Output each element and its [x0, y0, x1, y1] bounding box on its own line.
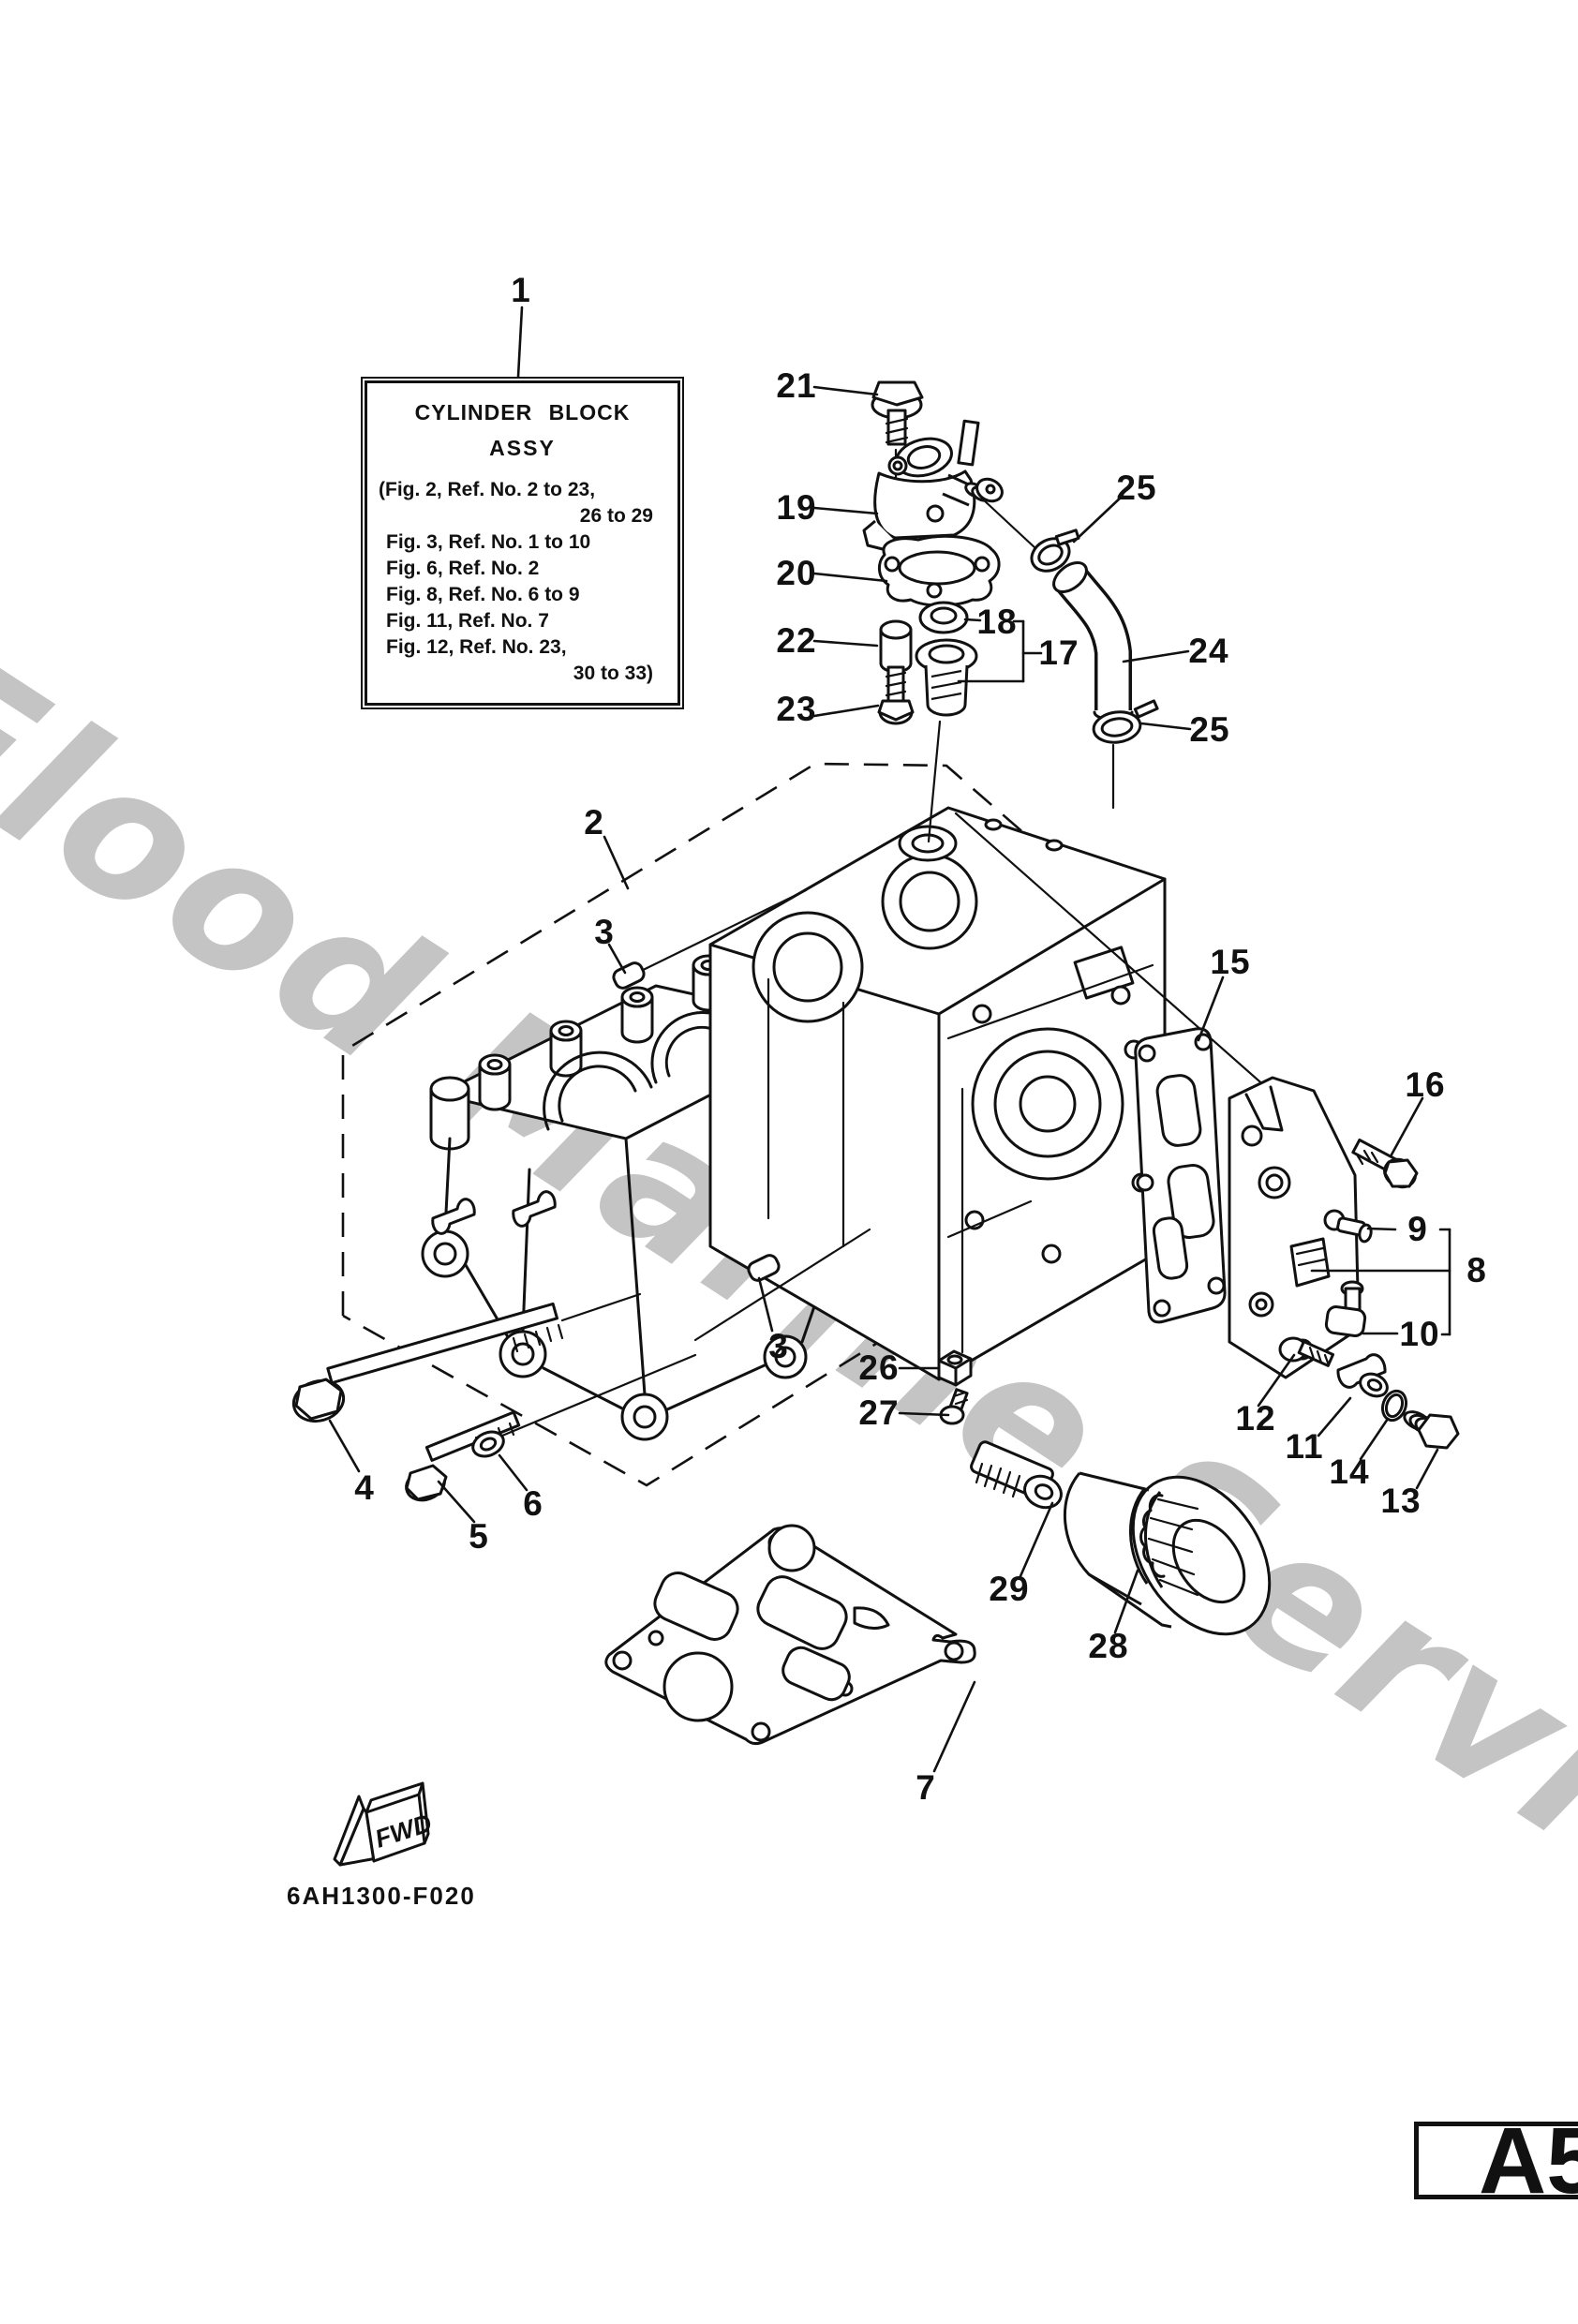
info-box-ref-line: (Fig. 2, Ref. No. 2 to 23,	[379, 479, 596, 500]
lower-gasket-drawing	[604, 1524, 976, 1746]
cylinder-block-drawing	[708, 806, 1167, 1381]
info-box-ref-line: Fig. 12, Ref. No. 23,	[386, 636, 567, 658]
dowel-pin-drawing	[612, 888, 871, 1342]
alignment-line	[954, 812, 1276, 1096]
leader-lines	[328, 305, 1451, 1773]
info-box-ref-line: 26 to 29	[579, 505, 653, 527]
exhaust-gasket-drawing	[1134, 1027, 1227, 1324]
page-label-box: A5	[1414, 2108, 1578, 2213]
drawing-code: 6AH1300-F020	[287, 1882, 476, 1910]
thermostat-group-drawing	[862, 380, 1037, 843]
crankcase-dashed-outline	[341, 762, 1094, 1487]
exhaust-cover-drawing	[1228, 1076, 1419, 1379]
drain-plug-cluster-drawing	[1278, 1336, 1460, 1450]
info-box-title: CYLINDER BLOCK	[414, 400, 631, 425]
page-label: A5	[1479, 2108, 1578, 2213]
info-box-references: (Fig. 2, Ref. No. 2 to 23, 26 to 29 Fig. 3…	[367, 477, 677, 687]
info-box-subtitle: ASSY	[489, 436, 556, 460]
fwd-arrow: FWD	[333, 1781, 435, 1867]
hose-group-drawing	[1030, 529, 1159, 810]
mount-bolts-drawing	[291, 1292, 697, 1502]
info-box-ref-line: Fig. 3, Ref. No. 1 to 10	[386, 531, 591, 553]
assembly-info-box-inner: CYLINDER BLOCK ASSY (Fig. 2, Ref. No. 2 …	[365, 380, 680, 706]
oil-filter-drawing	[970, 1440, 1272, 1636]
assembly-info-box: CYLINDER BLOCK ASSY (Fig. 2, Ref. No. 2 …	[361, 377, 684, 709]
info-box-ref-line: Fig. 11, Ref. No. 7	[386, 610, 549, 632]
info-box-ref-line: Fig. 6, Ref. No. 2	[386, 558, 540, 579]
info-box-ref-line: Fig. 8, Ref. No. 6 to 9	[386, 584, 580, 605]
info-box-ref-line: 30 to 33)	[573, 663, 653, 684]
clip-screw-drawing	[937, 1087, 973, 1425]
